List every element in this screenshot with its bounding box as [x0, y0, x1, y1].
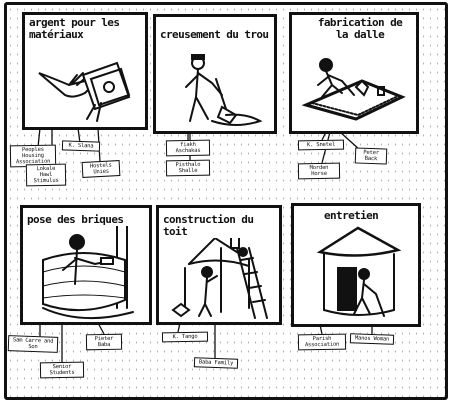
- panel-entretien: entretien: [291, 203, 421, 327]
- tag-lokale-hawl: Lokale Hawl Stimulus: [25, 163, 67, 187]
- panel-fabrication: fabrication de la dalle: [289, 12, 419, 134]
- tag-peter-back: Peter Back: [354, 147, 388, 165]
- digging-illustration: [185, 54, 263, 126]
- panel-construction: construction du toit: [156, 205, 282, 325]
- panel-title: creusement du trou: [160, 29, 272, 41]
- tag-manos-woman: Manos Woman: [349, 333, 395, 345]
- tag-k-slana: K. Slana: [61, 140, 101, 152]
- slab-making-illustration: [301, 58, 406, 121]
- tag-parish-association: Parish Association: [297, 333, 347, 351]
- panel-title: pose des briques: [27, 214, 147, 226]
- tag-k-tango: K. Tango: [161, 331, 209, 343]
- tag-k-snetel: K. Snetel: [297, 139, 345, 151]
- tag-baba-family: Baba Family: [193, 357, 239, 369]
- tag-pieter-baba: Pieter Baba: [85, 333, 123, 351]
- panel-pose: pose des briques: [20, 205, 152, 325]
- tag-fiakh-aschakas: fiakh Aschakas: [165, 139, 211, 157]
- tag-morden-horse: Morden Horse: [297, 162, 341, 180]
- maintenance-illustration: [316, 226, 402, 317]
- roof-building-illustration: [171, 233, 268, 319]
- tag-hostels-unies: Hostels Unies: [81, 160, 121, 178]
- panel-title: fabrication de la dalle: [312, 17, 408, 41]
- panel-title: entretien: [324, 210, 416, 222]
- bricklaying-illustration: [42, 217, 134, 320]
- tag-senior-students: Senior Students: [39, 361, 85, 379]
- panel-creusement: creusement du trou: [153, 14, 277, 134]
- panel-argent: argent pour les matériaux: [22, 12, 148, 130]
- tag-pisthalo-shalle: Pisthalo Shalle: [165, 159, 211, 177]
- panel-title: argent pour les matériaux: [29, 17, 143, 41]
- panel-title: construction du toit: [163, 214, 277, 238]
- hand-money-illustration: [38, 61, 131, 122]
- tag-sam-carre: Sam Carre and Son: [7, 335, 59, 353]
